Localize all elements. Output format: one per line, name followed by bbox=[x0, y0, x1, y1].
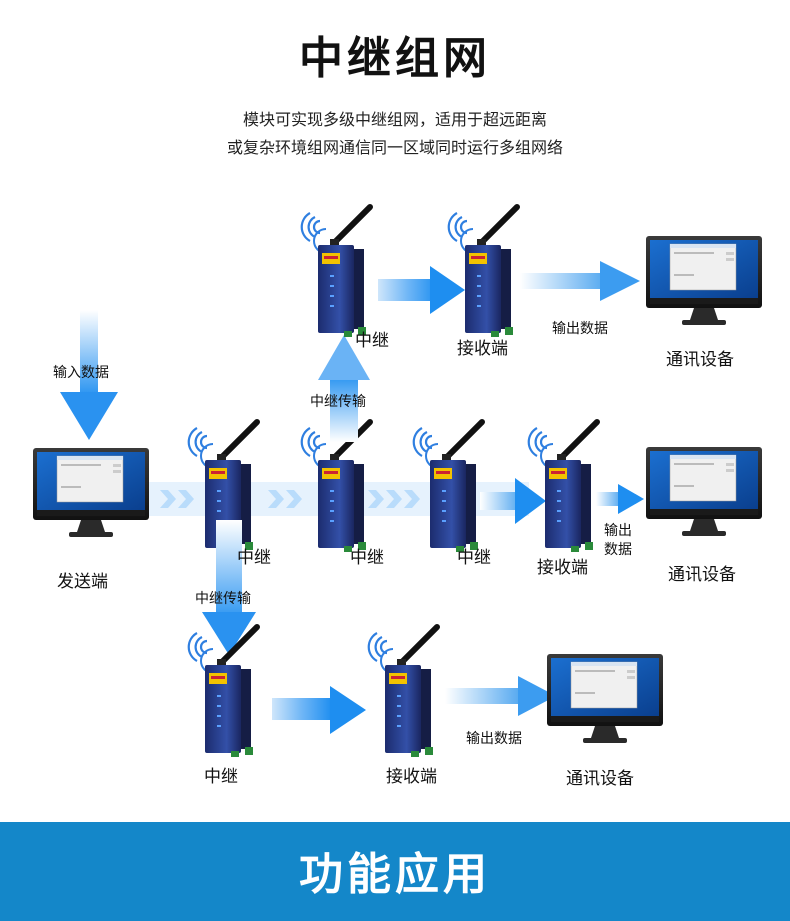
main-output-label-1: 输出 bbox=[604, 523, 632, 539]
down-relay-arrow bbox=[202, 520, 256, 655]
down-relay-transmission-label: 中继传输 bbox=[195, 591, 251, 607]
comm-device-monitor-top bbox=[645, 235, 763, 326]
top-relay-label: 中继 bbox=[355, 331, 389, 351]
relay-label-1: 中继 bbox=[237, 548, 271, 568]
top-output-label: 输出数据 bbox=[552, 321, 608, 337]
relay-label-3: 中继 bbox=[457, 548, 491, 568]
sender-monitor bbox=[32, 447, 150, 538]
input-data-label: 输入数据 bbox=[53, 365, 109, 381]
comm-device-monitor-bottom bbox=[546, 653, 664, 744]
up-relay-transmission-label: 中继传输 bbox=[310, 394, 366, 410]
top-comm-label: 通讯设备 bbox=[666, 350, 734, 370]
bottom-arrow-1 bbox=[272, 686, 366, 734]
bottom-comm-label: 通讯设备 bbox=[566, 769, 634, 789]
up-relay-arrow bbox=[318, 335, 370, 442]
bottom-output-label: 输出数据 bbox=[466, 731, 522, 747]
bottom-relay-device bbox=[189, 627, 257, 757]
main-receiver-label: 接收端 bbox=[537, 558, 588, 578]
main-comm-label: 通讯设备 bbox=[668, 565, 736, 585]
bottom-receiver-label: 接收端 bbox=[386, 767, 437, 787]
banner-title: 功能应用 bbox=[299, 849, 491, 900]
bottom-receiver-device bbox=[369, 627, 437, 757]
top-receiver-device bbox=[449, 207, 517, 337]
top-arrow-2 bbox=[520, 261, 640, 301]
relay-label-2: 中继 bbox=[350, 548, 384, 568]
subtitle-line-2: 或复杂环境组网通信同一区域同时运行多组网络 bbox=[226, 138, 563, 157]
bottom-banner bbox=[0, 822, 790, 921]
subtitle-line-1: 模块可实现多级中继组网，适用于超远距离 bbox=[242, 110, 547, 129]
top-relay-device bbox=[302, 207, 370, 337]
bottom-arrow-2 bbox=[445, 676, 556, 716]
comm-device-monitor-main bbox=[645, 446, 763, 537]
bottom-relay-label: 中继 bbox=[204, 767, 238, 787]
top-receiver-label: 接收端 bbox=[457, 339, 508, 359]
main-output-label-2: 数据 bbox=[604, 542, 632, 558]
sender-label: 发送端 bbox=[57, 572, 108, 592]
input-arrow bbox=[60, 310, 118, 440]
top-arrow-1 bbox=[378, 266, 465, 314]
page-title: 中继组网 bbox=[299, 33, 491, 84]
receiver-device-main bbox=[529, 422, 597, 552]
